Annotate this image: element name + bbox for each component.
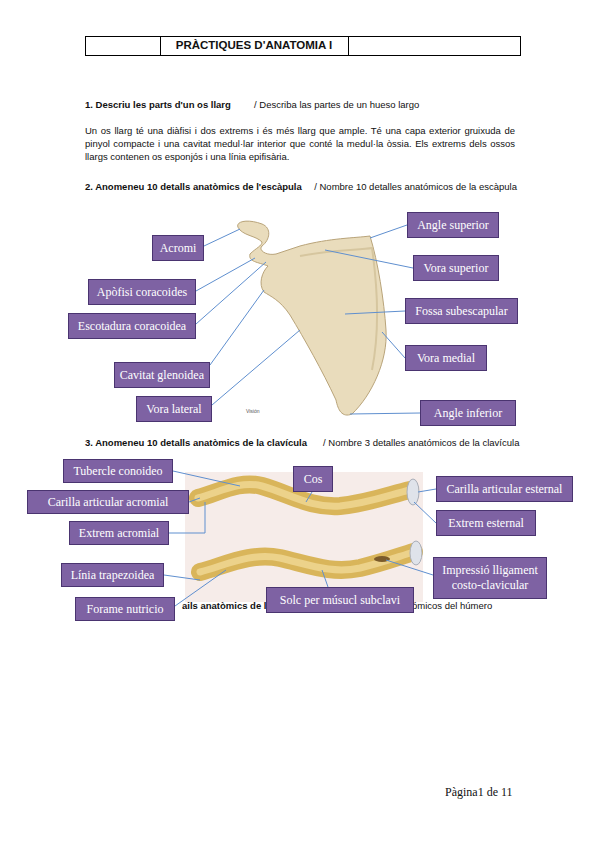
callout-text: Extrem acromial	[79, 526, 159, 541]
callout-box: Vora medial	[405, 345, 487, 371]
callout-text: Apòfisi coracoides	[97, 285, 187, 300]
page-text: / Nombre 10 detalles anatómicos de la es…	[313, 181, 517, 194]
callout-box: Solc per músucl subclavi	[266, 587, 414, 613]
callout-text: Impressió lligament costo-clavicular	[439, 563, 541, 593]
callout-text: Angle inferior	[434, 406, 502, 421]
callout-box: Forame nutricio	[75, 597, 175, 621]
callout-box: Impressió lligament costo-clavicular	[433, 557, 547, 599]
callout-box: Fossa subescapular	[405, 298, 518, 324]
page-text: Pàgina1 de 11	[445, 784, 513, 800]
callout-text: Línia trapezoidea	[71, 568, 155, 583]
callout-text: Tubercle conoideo	[73, 464, 162, 479]
callout-box: Tubercle conoideo	[63, 459, 173, 483]
callout-text: Vora lateral	[146, 402, 201, 417]
callout-text: Solc per músucl subclavi	[280, 593, 400, 608]
callout-box: Vora superior	[413, 255, 499, 281]
page-text: 2. Anomeneu 10 detalls anatòmics de l'es…	[85, 181, 302, 194]
callout-text: Forame nutricio	[87, 602, 164, 617]
callout-box: Apòfisi coracoides	[88, 279, 196, 305]
callout-box: Acromi	[152, 235, 204, 261]
callout-text: Vora superior	[424, 261, 489, 276]
callout-box: Extrem esternal	[436, 510, 536, 536]
callout-text: Escotadura coracoidea	[78, 319, 186, 334]
callout-box: Angle superior	[407, 212, 499, 238]
callout-box: Vora lateral	[136, 396, 212, 422]
page-text: Un os llarg té una diàfisi i dos extrems…	[85, 125, 515, 163]
callout-text: Fossa subescapular	[415, 304, 507, 319]
callout-box: Carilla articular acromial	[27, 490, 189, 514]
callout-box: Cos	[293, 466, 333, 492]
callout-text: Carilla articular acromial	[48, 495, 169, 510]
callout-box: Escotadura coracoidea	[68, 313, 196, 339]
page-text: 3. Anomeneu 10 detalls anatòmics de la c…	[85, 437, 307, 450]
callout-text: Cavitat glenoidea	[120, 368, 204, 383]
page-text: / Nombre 3 detalles anatómicos de la cla…	[323, 437, 519, 450]
page-text: Visión	[246, 408, 260, 415]
callout-text: Carilla articular esternal	[447, 482, 563, 497]
page-text: ómicos del húmero	[412, 600, 492, 613]
callout-box: Carilla articular esternal	[436, 476, 573, 502]
callout-box: Cavitat glenoidea	[114, 362, 210, 388]
callout-text: Extrem esternal	[448, 516, 524, 531]
callout-text: Cos	[304, 472, 323, 487]
page-title: PRÀCTIQUES D'ANATOMIA I	[160, 38, 348, 54]
callout-box: Línia trapezoidea	[61, 563, 164, 587]
callout-text: Acromi	[160, 241, 197, 256]
callout-box: Extrem acromial	[69, 521, 169, 545]
callout-text: Angle superior	[417, 218, 489, 233]
callout-box: Angle inferior	[420, 400, 516, 426]
callout-text: Vora medial	[417, 351, 475, 366]
page-text: 1. Descriu les parts d'un os llarg	[85, 99, 231, 112]
page-text: / Describa las partes de un hueso largo	[254, 99, 419, 112]
